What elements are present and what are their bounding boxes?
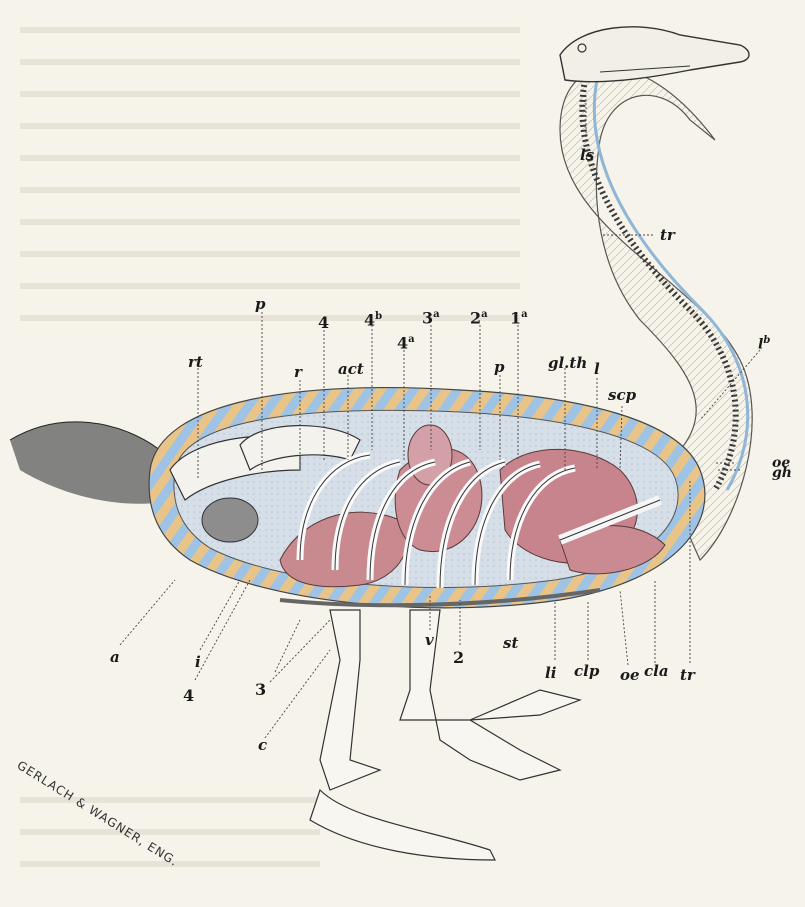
label-3a: 3a <box>422 310 440 326</box>
legs <box>310 610 580 860</box>
label-gl-th: gl.th <box>548 356 587 371</box>
label-3-bottom: 3 <box>255 682 266 698</box>
label-2a: 2a <box>470 310 488 326</box>
label-4: 4 <box>318 315 329 331</box>
label-oe-bottom: oe <box>620 668 640 683</box>
label-v: v <box>425 633 434 648</box>
label-act: act <box>338 362 364 377</box>
label-c: c <box>258 738 267 753</box>
label-2-bottom: 2 <box>453 650 464 666</box>
label-p-mid: p <box>494 360 505 375</box>
label-st: st <box>503 636 518 651</box>
label-ls: ls <box>580 148 594 163</box>
label-li: li <box>545 666 556 681</box>
head <box>560 27 749 82</box>
label-4-bottom: 4 <box>183 688 194 704</box>
label-l: l <box>594 362 600 377</box>
label-a: a <box>110 650 120 665</box>
label-4b: 4b <box>364 312 382 328</box>
label-p-top: p <box>255 297 266 312</box>
label-l-b: lb <box>758 336 770 352</box>
label-clp: clp <box>574 664 599 679</box>
label-cla: cla <box>644 664 669 679</box>
label-tr-neck: tr <box>660 228 675 243</box>
label-r: r <box>294 365 302 380</box>
label-i: i <box>195 655 201 670</box>
label-rt: rt <box>188 355 203 370</box>
label-scp: scp <box>608 388 636 403</box>
label-1a: 1a <box>510 310 528 326</box>
label-tr-bottom: tr <box>680 668 695 683</box>
label-gh: gh <box>772 466 792 480</box>
label-4a: 4a <box>397 335 415 351</box>
